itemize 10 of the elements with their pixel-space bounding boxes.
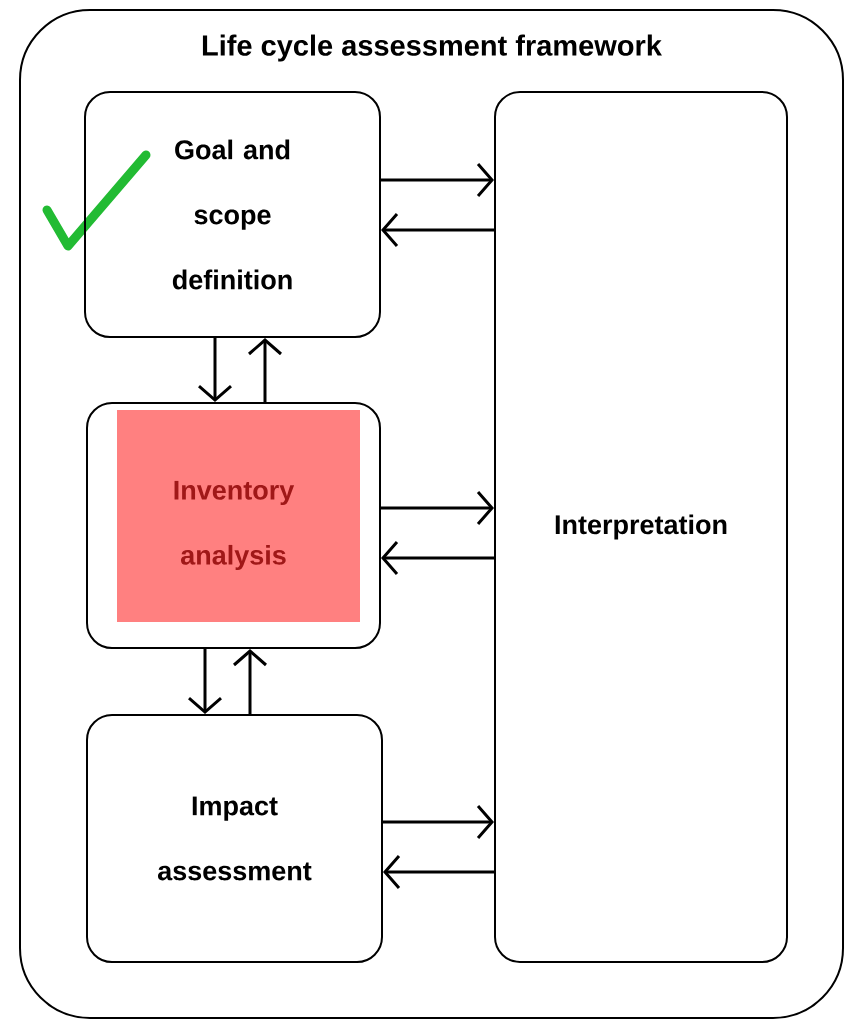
arrow — [381, 163, 494, 197]
arrow — [383, 805, 494, 839]
arrow — [381, 541, 494, 575]
process-box: Goal and scope definition — [84, 91, 381, 338]
arrow — [381, 491, 494, 525]
arrow — [381, 213, 494, 247]
arrow — [383, 855, 494, 889]
process-box: Impact assessment — [86, 714, 383, 963]
process-box: Inventory analysis — [86, 402, 381, 649]
process-box: Interpretation — [494, 91, 788, 963]
